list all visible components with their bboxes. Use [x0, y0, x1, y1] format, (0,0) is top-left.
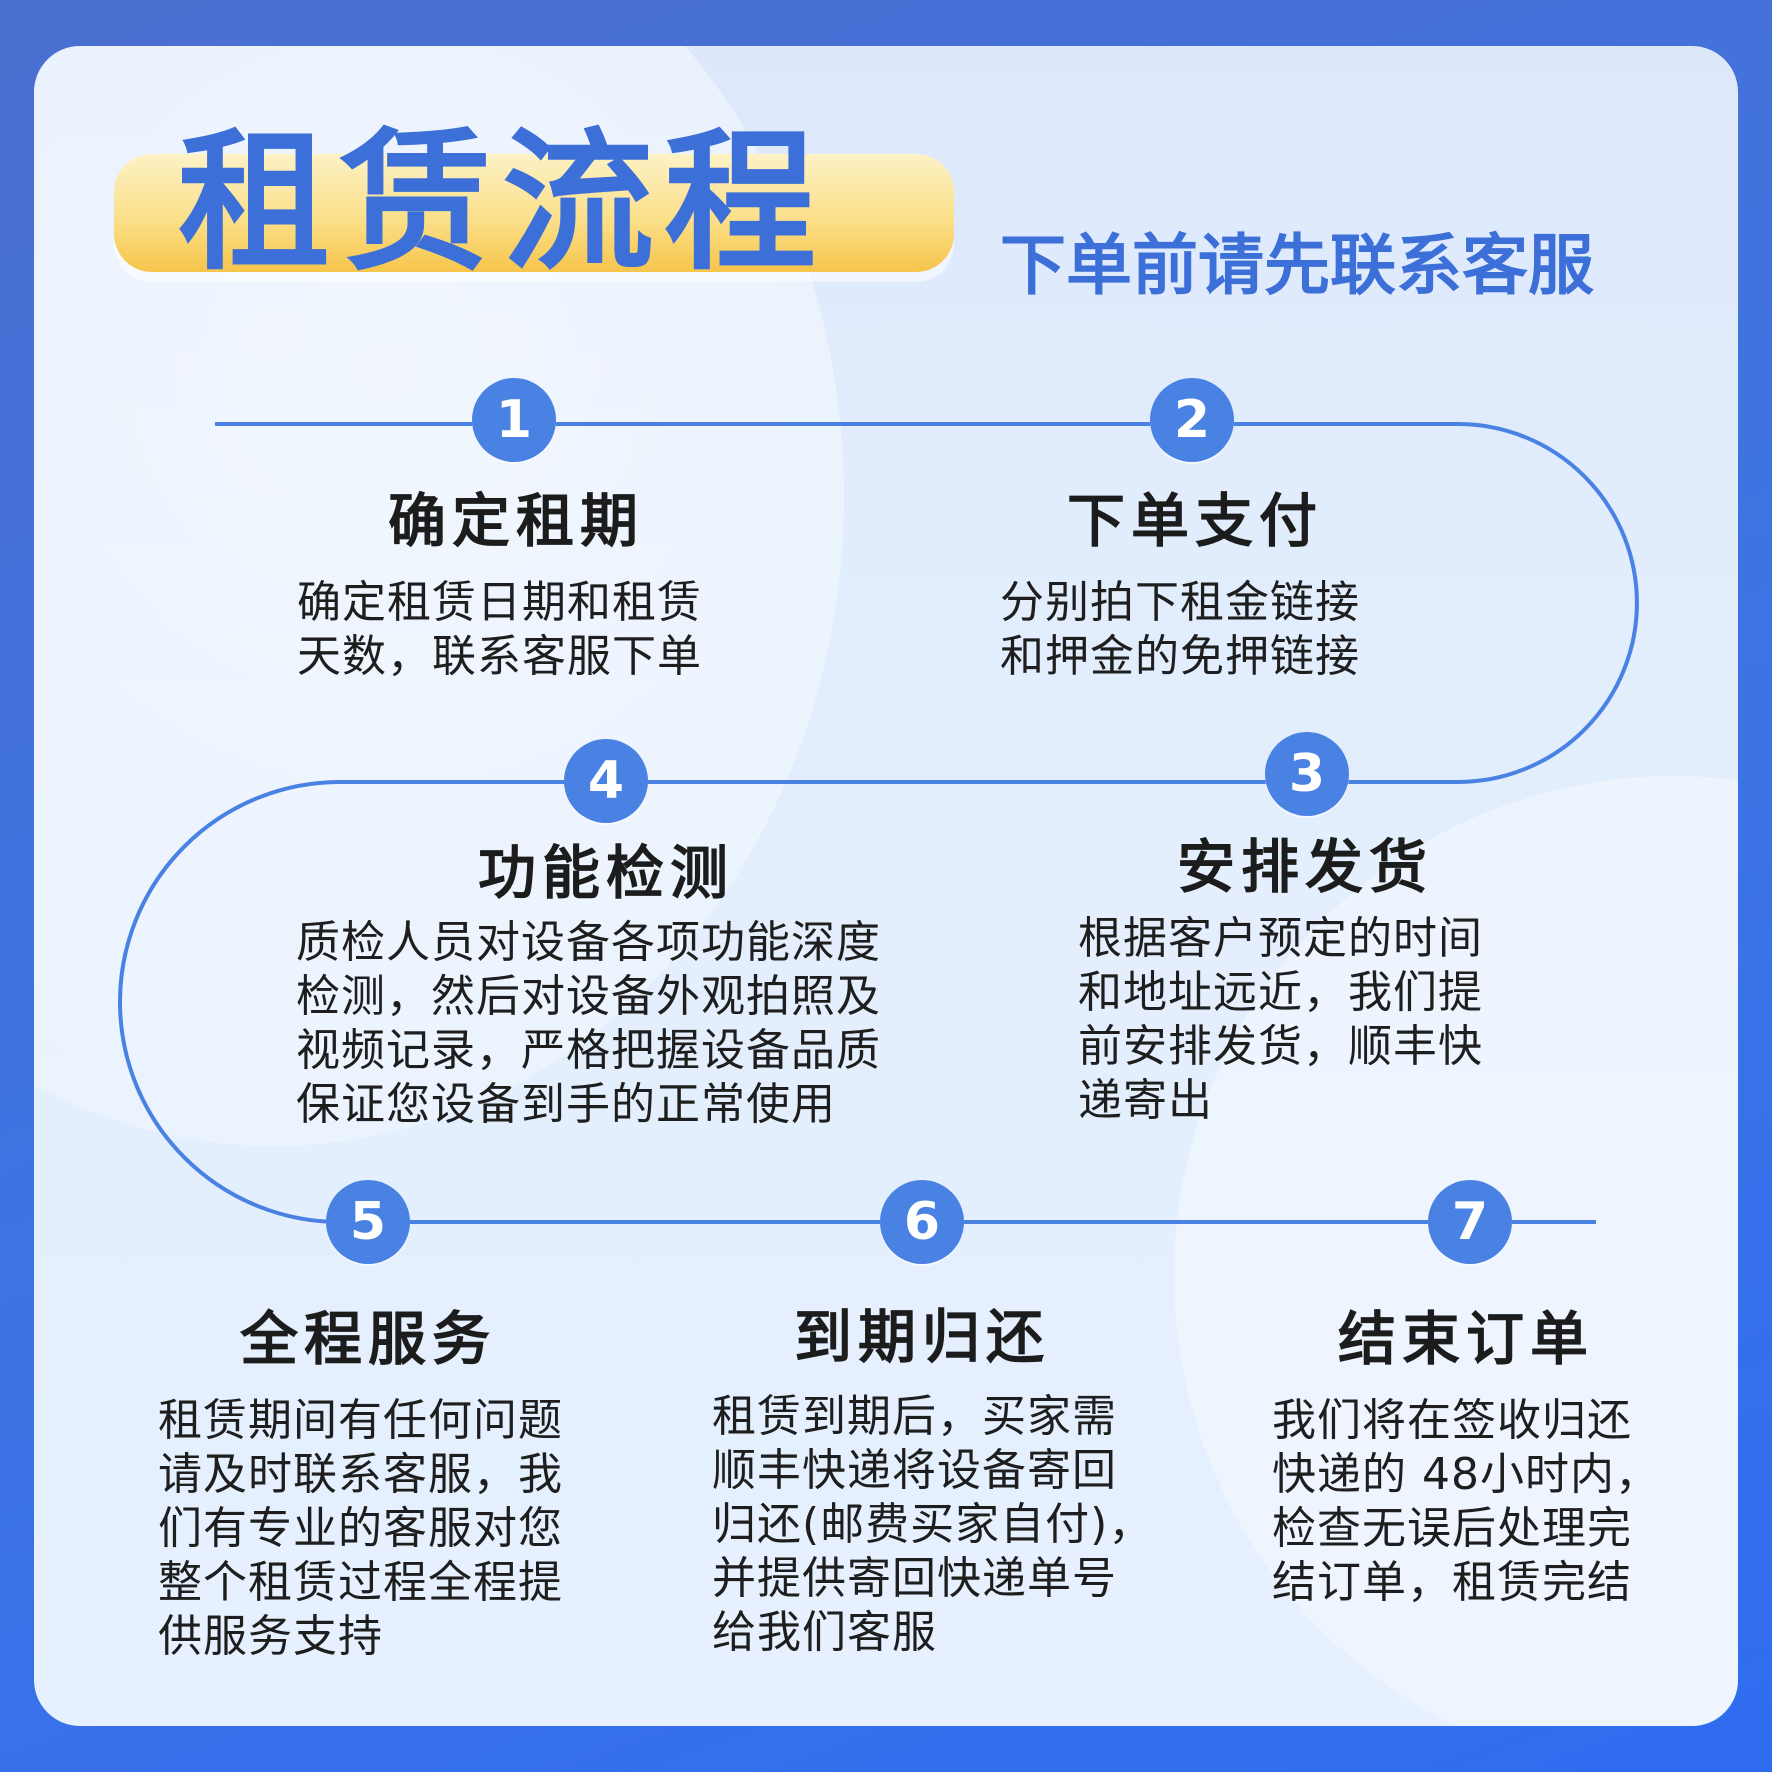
step-node-5: 5 — [326, 1180, 410, 1264]
title-highlight — [114, 154, 954, 272]
step-node-4: 4 — [564, 739, 648, 823]
step-desc-6: 租赁到期后，买家需 顺丰快递将设备寄回 归还(邮费买家自付)， 并提供寄回快递单… — [712, 1391, 1154, 1658]
flow-line — [118, 422, 1639, 1224]
step-desc-7: 我们将在签收归还 快递的 48小时内， 检查无误后处理完 结订单，租赁完结 — [1272, 1395, 1660, 1608]
step-node-1: 1 — [472, 378, 556, 462]
step-title-5: 全程服务 — [239, 1305, 496, 1373]
step-node-7: 7 — [1428, 1180, 1512, 1264]
step-desc-5: 租赁期间有任何问题 请及时联系客服，我 们有专业的客服对您 整个租赁过程全程提 … — [158, 1395, 563, 1662]
step-desc-1: 确定租赁日期和租赁 天数，联系客服下单 — [297, 577, 702, 682]
step-node-2: 2 — [1150, 378, 1234, 462]
step-title-6: 到期归还 — [793, 1303, 1050, 1371]
page-title: 租赁流程 — [178, 114, 826, 291]
step-title-3: 安排发货 — [1176, 833, 1433, 901]
step-title-1: 确定租期 — [387, 487, 644, 555]
page-subtitle: 下单前请先联系客服 — [1000, 227, 1594, 304]
step-title-7: 结束订单 — [1337, 1305, 1594, 1373]
step-desc-4: 质检人员对设备各项功能深度 检测，然后对设备外观拍照及 视频记录，严格把握设备品… — [296, 917, 881, 1130]
step-title-2: 下单支付 — [1066, 487, 1323, 555]
step-node-3: 3 — [1265, 732, 1349, 816]
step-title-4: 功能检测 — [477, 839, 734, 907]
step-desc-2: 分别拍下租金链接 和押金的免押链接 — [1000, 577, 1360, 682]
step-desc-3: 根据客户预定的时间 和地址远近，我们提 前安排发货，顺丰快 递寄出 — [1078, 913, 1483, 1126]
step-node-6: 6 — [880, 1180, 964, 1264]
